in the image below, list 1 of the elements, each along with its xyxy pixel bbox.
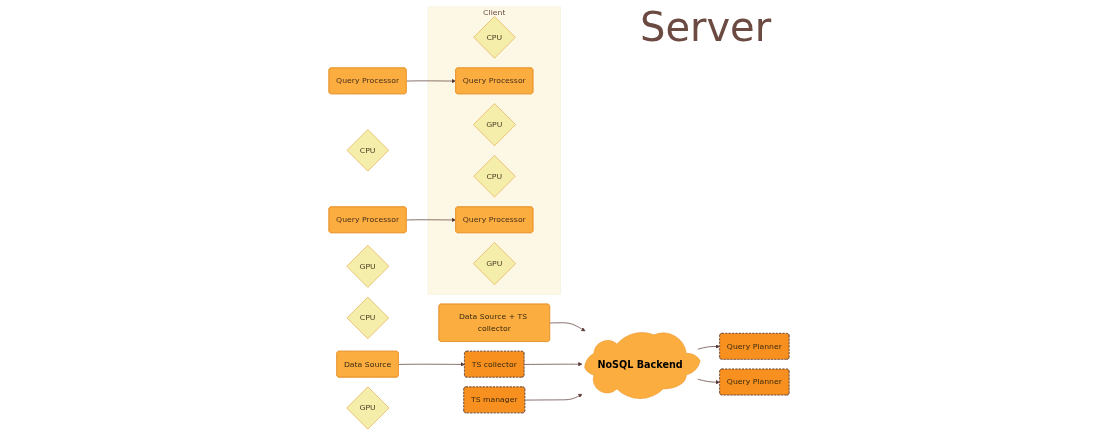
heading-label: Server (640, 4, 772, 50)
